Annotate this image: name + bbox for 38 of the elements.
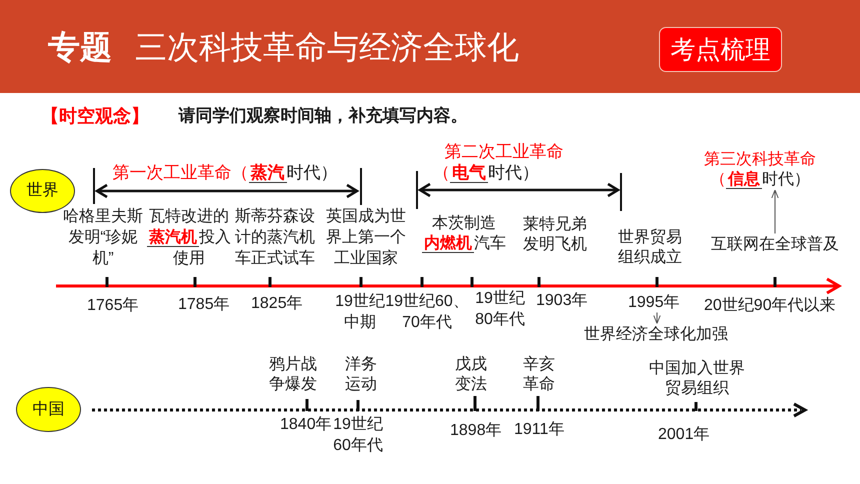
event-label: 辛亥革命 — [522, 355, 556, 395]
instruction-text: 请同学们观察时间轴，补充填写内容。 — [178, 105, 468, 127]
event-label: 洋务运动 — [344, 355, 378, 395]
arrow — [653, 312, 661, 324]
era-label: 第一次工业革命（蒸汽时代） — [112, 162, 338, 184]
era-label: （电气时代） — [433, 162, 539, 184]
event-label: 斯蒂芬森设计的蒸汽机车正式试车 — [234, 206, 316, 268]
event-label: 瓦特改进的蒸汽机投入使用 — [146, 206, 232, 268]
date-label: 19世纪80年代 — [474, 288, 526, 330]
event-label: 互联网在全球普及 — [711, 234, 839, 254]
region-ellipse: 中国 — [16, 387, 81, 432]
event-label: 戊戌变法 — [454, 355, 488, 395]
date-label: 19世纪60、70年代 — [384, 292, 470, 332]
date-label: 1911年 — [514, 420, 564, 440]
date-label: 1765年 — [87, 296, 139, 316]
title: 专题 三次科技革命与经济全球化 — [48, 28, 519, 67]
date-label: 1995年 — [628, 292, 680, 312]
event-label: 世界经济全球化加强 — [584, 324, 728, 344]
date-label: 1825年 — [251, 294, 303, 314]
event-label: 莱特兄弟发明飞机 — [522, 215, 588, 255]
date-label: 19世纪中期 — [334, 292, 385, 332]
event-label: 中国加入世界贸易组织 — [648, 359, 746, 399]
date-label: 1785年 — [178, 294, 230, 314]
event-label: 世界贸易组织成立 — [617, 228, 683, 268]
date-label: 1840年 — [280, 414, 332, 434]
event-label: 鸦片战争爆发 — [268, 355, 318, 395]
date-label: 19世纪60年代 — [332, 414, 384, 456]
era-label: 第三次科技革命 （信息时代） — [704, 150, 816, 190]
event-label: 英国成为世界上第一个工业国家 — [325, 206, 407, 268]
era-label: 第二次工业革命 — [444, 141, 564, 163]
date-label: 1898年 — [450, 420, 502, 440]
event-label: 本茨制造内燃机汽车 — [421, 214, 507, 254]
date-label: 20世纪90年代以来 — [704, 296, 836, 316]
section-heading: 【时空观念】 — [41, 105, 149, 127]
date-label: 1903年 — [536, 290, 588, 310]
section-tag: 考点梳理 — [659, 27, 782, 72]
date-label: 2001年 — [658, 424, 710, 444]
arrow — [771, 190, 779, 234]
